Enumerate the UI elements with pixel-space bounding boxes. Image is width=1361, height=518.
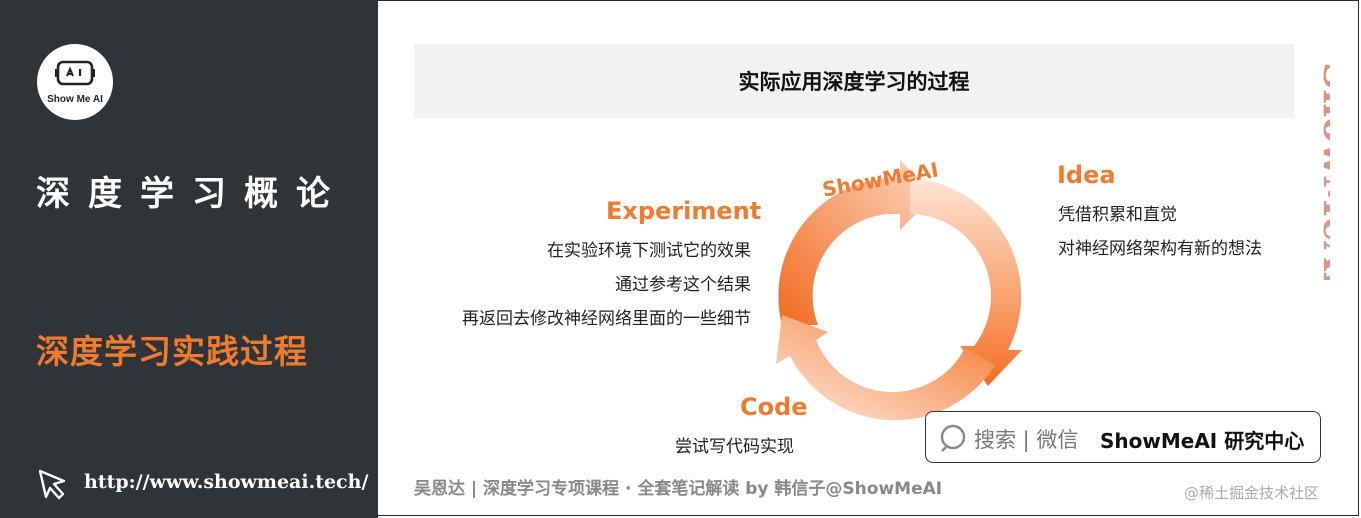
experiment-line-1: 在实验环境下测试它的效果 — [547, 241, 751, 261]
experiment-description: 在实验环境下测试它的效果 通过参考这个结果 再返回去修改神经网络里面的一些细节 — [462, 234, 751, 336]
robot-icon — [55, 60, 95, 86]
sidebar: Show Me AI 深度学习概论 深度学习实践过程 http://www.sh… — [0, 0, 378, 518]
cycle-diagram: ShowMeAI — [776, 158, 1022, 421]
cycle-arrow-experiment-to-idea — [778, 160, 935, 325]
search-account-name: ShowMeAI 研究中心 — [1100, 429, 1305, 453]
cycle-arrow-idea-to-code — [910, 178, 1022, 386]
search-icon — [940, 424, 966, 452]
footer-credit: 吴恩达 | 深度学习专项课程 · 全套笔记解读 by 韩信子@ShowMeAI — [414, 479, 943, 499]
footer-site-watermark: @稀土掘金技术社区 — [1184, 484, 1320, 502]
cursor-click-icon — [38, 469, 66, 500]
search-prompt-text: 搜索 | 微信 — [974, 428, 1079, 452]
idea-title: Idea — [1057, 161, 1116, 189]
experiment-line-3: 再返回去修改神经网络里面的一些细节 — [462, 309, 751, 329]
idea-line-1: 凭借积累和直觉 — [1058, 205, 1177, 225]
logo-text: Show Me AI — [47, 94, 103, 105]
showmeai-watermark: ShowMeAI — [1315, 62, 1330, 280]
slide-title: 实际应用深度学习的过程 — [738, 70, 970, 94]
showmeai-logo: Show Me AI — [37, 44, 113, 120]
wechat-search-box: 搜索 | 微信 ShowMeAI 研究中心 — [925, 411, 1321, 463]
experiment-title: Experiment — [606, 197, 762, 225]
idea-line-2: 对神经网络架构有新的想法 — [1058, 239, 1262, 259]
code-description: 尝试写代码实现 — [675, 437, 794, 457]
cycle-arrow-code-to-experiment — [776, 315, 995, 421]
website-link[interactable]: http://www.showmeai.tech/ — [84, 471, 369, 493]
sidebar-title: 深度学习概论 — [36, 174, 348, 214]
idea-description: 凭借积累和直觉 对神经网络架构有新的想法 — [1058, 198, 1262, 266]
slide-header: 实际应用深度学习的过程 — [414, 44, 1294, 118]
experiment-line-2: 通过参考这个结果 — [615, 275, 751, 295]
watermark-text: ShowMeAI — [1315, 62, 1330, 280]
sidebar-subtitle: 深度学习实践过程 — [36, 332, 308, 371]
code-title: Code — [740, 393, 808, 421]
